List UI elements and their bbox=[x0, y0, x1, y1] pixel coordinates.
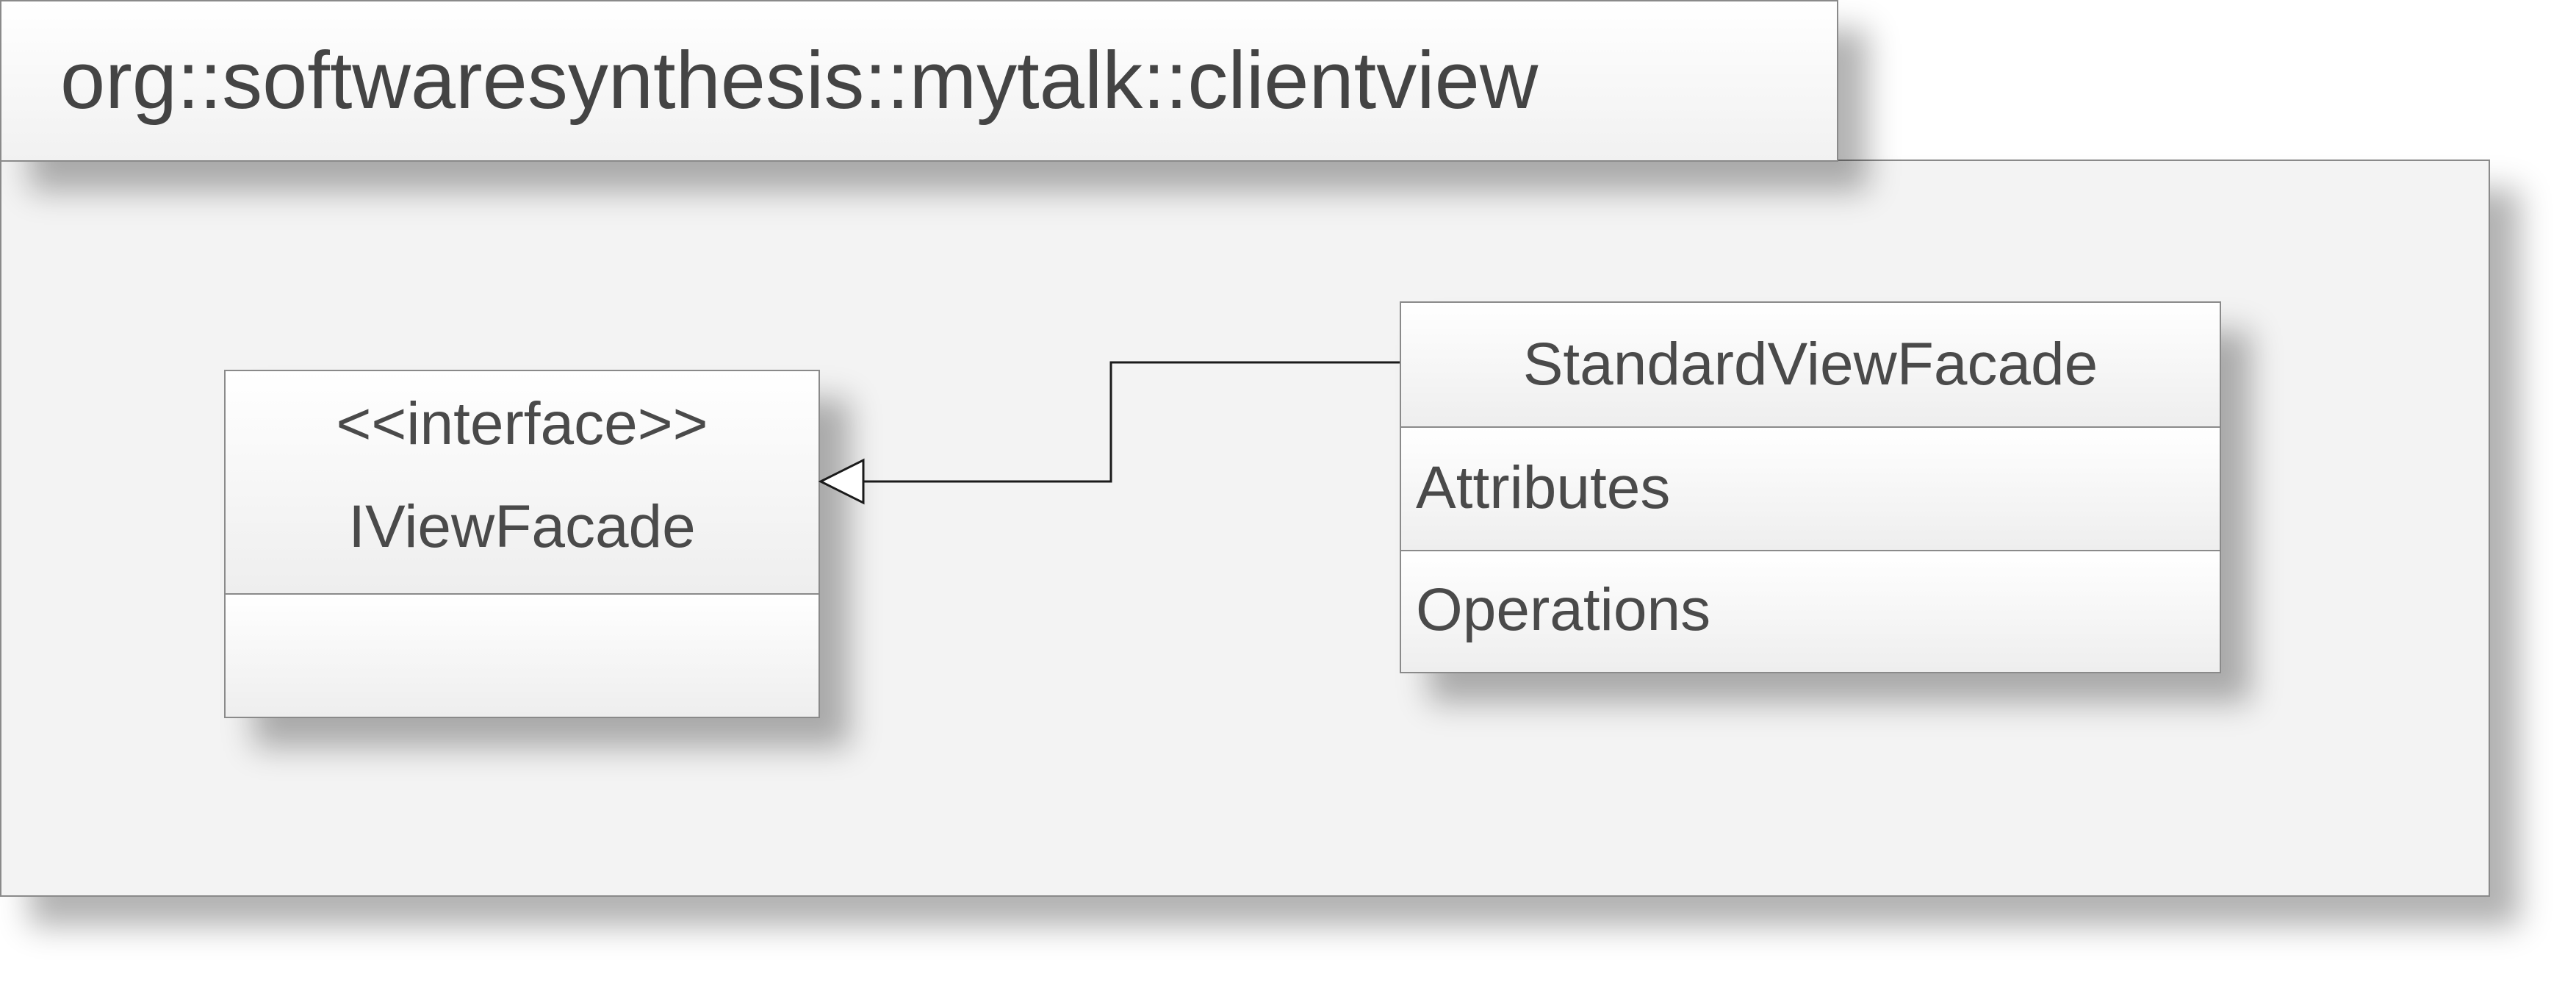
attributes-label: Attributes bbox=[1416, 454, 1671, 521]
class-name: StandardViewFacade bbox=[1522, 331, 2098, 398]
package-name: org::softwaresynthesis::mytalk::clientvi… bbox=[60, 35, 1539, 126]
interface-name: IViewFacade bbox=[348, 493, 696, 560]
attributes-compartment[interactable]: Attributes bbox=[1401, 426, 2220, 550]
package-tab[interactable]: org::softwaresynthesis::mytalk::clientvi… bbox=[0, 0, 1838, 162]
operations-compartment[interactable]: Operations bbox=[1401, 550, 2220, 672]
operations-label: Operations bbox=[1416, 576, 1711, 643]
class-name-compartment: StandardViewFacade bbox=[1401, 303, 2220, 426]
class-standardviewfacade[interactable]: StandardViewFacade Attributes Operations bbox=[1400, 301, 2221, 673]
interface-header-compartment: <<interface>> IViewFacade bbox=[226, 371, 819, 593]
interface-stereotype: <<interface>> bbox=[336, 390, 708, 457]
interface-class-iviewfacade[interactable]: <<interface>> IViewFacade bbox=[224, 370, 820, 718]
interface-empty-compartment bbox=[226, 593, 819, 717]
